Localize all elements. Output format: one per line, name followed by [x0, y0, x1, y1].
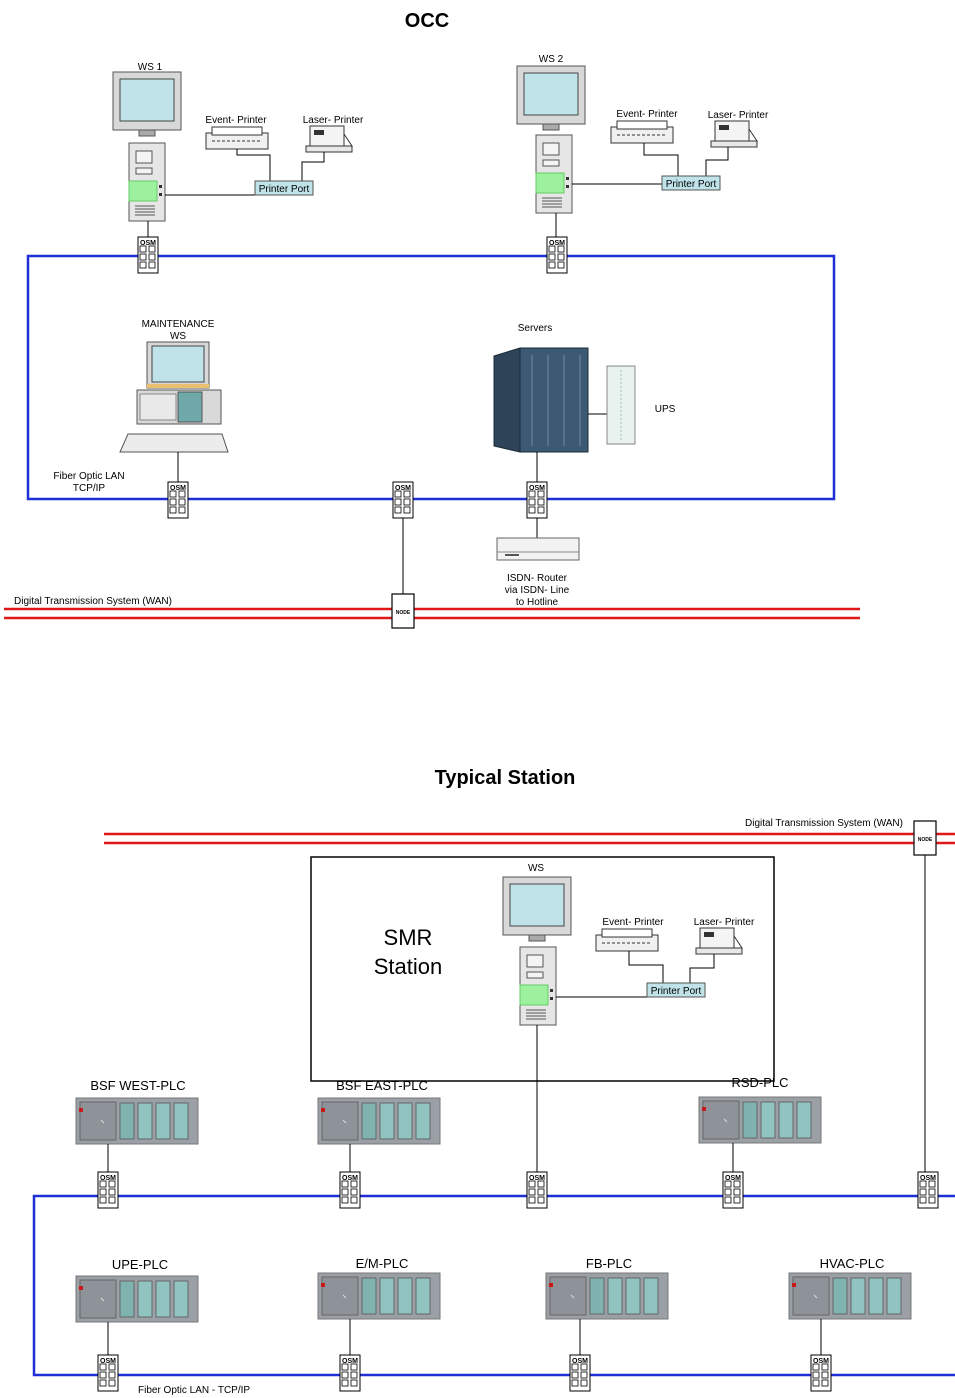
isdn-label-line3: to Hotline [516, 597, 559, 608]
osm-label: OSM [342, 1358, 358, 1365]
wan-node: NODE [913, 820, 937, 856]
servers-label: Servers [518, 323, 552, 334]
ws2-printer-port: Printer Port [661, 175, 721, 191]
isdn-label-line2: via ISDN- Line [505, 585, 570, 596]
maintenance-ws-label-line1: MAINTENANCE [142, 319, 215, 330]
osm-switch: OSM [339, 1171, 361, 1209]
plc-upe: UPE-PLC [75, 1257, 199, 1355]
osm-label: OSM [529, 1175, 545, 1182]
plc-rsd-label: RSD-PLC [731, 1075, 788, 1090]
station-lan [32, 1194, 955, 1377]
ws1-printer-port-label: Printer Port [259, 184, 310, 195]
station-laser-printer-label: Laser- Printer [694, 917, 755, 928]
node-label: NODE [396, 610, 411, 616]
osm-switch: OSM [339, 1354, 361, 1392]
osm-switch: OSM [392, 481, 414, 519]
osm-label: OSM [813, 1358, 829, 1365]
osm-label: OSM [342, 1175, 358, 1182]
plc-em: E/M-PLC [317, 1256, 441, 1355]
station-ws-label: WS [528, 863, 544, 874]
plc-bsf-west-label: BSF WEST-PLC [90, 1078, 185, 1093]
smr-station-box: SMR Station [310, 856, 775, 1082]
osm-label: OSM [140, 240, 156, 247]
station-workstation: WS [502, 863, 647, 1172]
station-event-printer: Event- Printer [595, 917, 664, 990]
station-event-printer-label: Event- Printer [602, 917, 664, 928]
ups: UPS [606, 365, 676, 445]
ws2-label: WS 2 [539, 54, 564, 65]
osm-switch: OSM [526, 481, 548, 519]
wan-node: NODE [391, 593, 415, 629]
osm-switch: OSM [167, 481, 189, 519]
plc-bsf-west: BSF WEST-PLC [75, 1078, 199, 1172]
station-laser-printer: Laser- Printer [689, 917, 755, 990]
osm-switch: OSM [810, 1354, 832, 1392]
occ-lan-label-line1: Fiber Optic LAN [53, 471, 124, 482]
station-wan-line [104, 832, 955, 845]
plc-fb-label: FB-PLC [586, 1256, 632, 1271]
ws2-laser-printer: Laser- Printer [705, 110, 769, 176]
plc-em-label: E/M-PLC [356, 1256, 409, 1271]
occ-lan-label-line2: TCP/IP [73, 483, 106, 494]
occ-wan-line [4, 607, 860, 620]
plc-rsd: RSD-PLC [698, 1075, 822, 1172]
ups-label: UPS [655, 404, 676, 415]
osm-switch: OSM [917, 1171, 939, 1209]
osm-switch: OSM [97, 1171, 119, 1209]
plc-hvac-label: HVAC-PLC [820, 1256, 885, 1271]
isdn-router: ISDN- Router via ISDN- Line to Hotline [496, 537, 580, 608]
ws1-event-printer: Event- Printer [205, 115, 271, 181]
station-printer-port: Printer Port [646, 982, 706, 998]
osm-switch: OSM [97, 1354, 119, 1392]
plc-bsf-east: BSF EAST-PLC [317, 1078, 441, 1172]
ws2-printer-port-label: Printer Port [666, 179, 717, 190]
station-wan-label: Digital Transmission System (WAN) [745, 818, 903, 829]
osm-label: OSM [572, 1358, 588, 1365]
osm-label: OSM [100, 1358, 116, 1365]
osm-label: OSM [100, 1175, 116, 1182]
plc-fb: FB-PLC [545, 1256, 669, 1355]
ws1-laser-printer-label: Laser- Printer [303, 115, 364, 126]
ws1-laser-printer: Laser- Printer [301, 115, 364, 181]
osm-label: OSM [395, 485, 411, 492]
ws1-label: WS 1 [138, 62, 163, 73]
station-printer-port-label: Printer Port [651, 986, 702, 997]
ws1-printer-port: Printer Port [254, 180, 314, 196]
osm-label: OSM [725, 1175, 741, 1182]
maintenance-ws-label-line2: WS [170, 331, 186, 342]
occ-title: OCC [405, 10, 449, 32]
osm-switch: OSM [526, 1171, 548, 1209]
ws2-workstation: WS 2 [516, 54, 662, 237]
osm-label: OSM [549, 240, 565, 247]
osm-switch: OSM [546, 236, 568, 274]
ws1-event-printer-label: Event- Printer [205, 115, 267, 126]
servers: Servers [493, 323, 607, 482]
isdn-label-line1: ISDN- Router [507, 573, 568, 584]
osm-label: OSM [170, 485, 186, 492]
node-label: NODE [918, 837, 933, 843]
ws1-workstation: WS 1 [112, 62, 255, 237]
osm-label: OSM [529, 485, 545, 492]
osm-label: OSM [920, 1175, 936, 1182]
station-title: Typical Station [435, 767, 576, 789]
plc-upe-label: UPE-PLC [112, 1257, 168, 1272]
ws2-event-printer: Event- Printer [610, 109, 679, 176]
station-lan-label: Fiber Optic LAN - TCP/IP [138, 1385, 250, 1396]
ws2-event-printer-label: Event- Printer [616, 109, 678, 120]
smr-label-line1: SMR [384, 925, 433, 950]
occ-lan-loop [26, 254, 836, 501]
osm-switch: OSM [137, 236, 159, 274]
plc-hvac: HVAC-PLC [788, 1256, 912, 1355]
osm-switch: OSM [569, 1354, 591, 1392]
plc-bsf-east-label: BSF EAST-PLC [336, 1078, 428, 1093]
maintenance-workstation: MAINTENANCE WS [119, 319, 229, 482]
occ-wan-label: Digital Transmission System (WAN) [14, 596, 172, 607]
ws2-laser-printer-label: Laser- Printer [708, 110, 769, 121]
osm-switch: OSM [722, 1171, 744, 1209]
smr-label-line2: Station [374, 954, 443, 979]
